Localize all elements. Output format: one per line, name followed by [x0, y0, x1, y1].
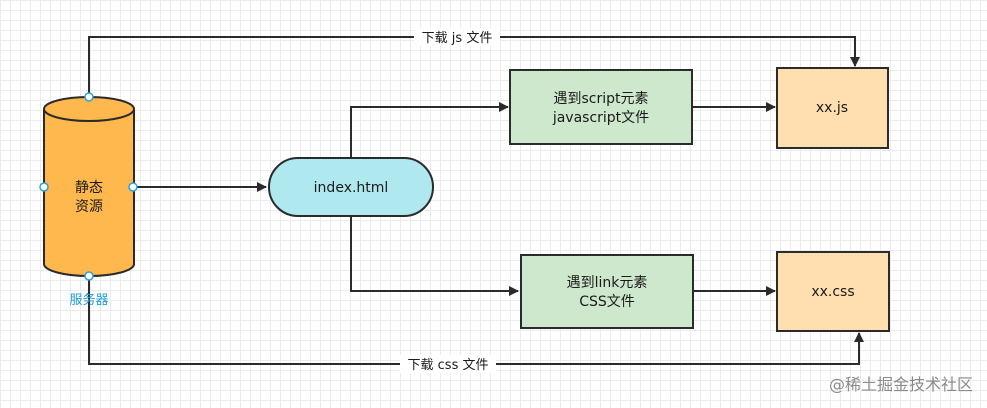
top-edge-label-bg — [414, 28, 500, 46]
js-file-box[interactable] — [776, 67, 889, 149]
link-box-label-line1: 遇到link元素 — [567, 275, 648, 291]
css-file-label: xx.css — [811, 284, 854, 300]
connection-point-bottom[interactable] — [84, 271, 94, 281]
watermark-text: @稀土掘金技术社区 — [829, 375, 973, 394]
css-file-box[interactable] — [776, 251, 890, 332]
index-html-label: index.html — [314, 180, 389, 196]
cylinder-label-line1: 静态 — [75, 180, 103, 196]
script-box-label-line2: javascript文件 — [552, 110, 649, 126]
cylinder-label-line2: 资源 — [75, 199, 103, 215]
top-edge-label: 下载 js 文件 — [422, 31, 493, 46]
connector-index-to-link — [350, 216, 519, 296]
server-caption: 服务器 — [69, 292, 108, 308]
index-html-node[interactable] — [268, 157, 434, 217]
link-element-box[interactable] — [520, 254, 694, 329]
connector-index-to-script — [350, 102, 509, 158]
link-box-label-line2: CSS文件 — [579, 294, 635, 310]
static-resource-cylinder[interactable] — [43, 96, 135, 277]
script-box-label-line1: 遇到script元素 — [553, 91, 648, 107]
connection-point-top[interactable] — [84, 92, 94, 102]
connection-point-right[interactable] — [128, 182, 138, 192]
bottom-edge-label-bg — [400, 355, 496, 373]
bottom-edge-label: 下载 css 文件 — [408, 358, 489, 373]
connection-point-left[interactable] — [39, 182, 49, 192]
script-element-box[interactable] — [509, 69, 693, 145]
js-file-label: xx.js — [816, 100, 848, 116]
